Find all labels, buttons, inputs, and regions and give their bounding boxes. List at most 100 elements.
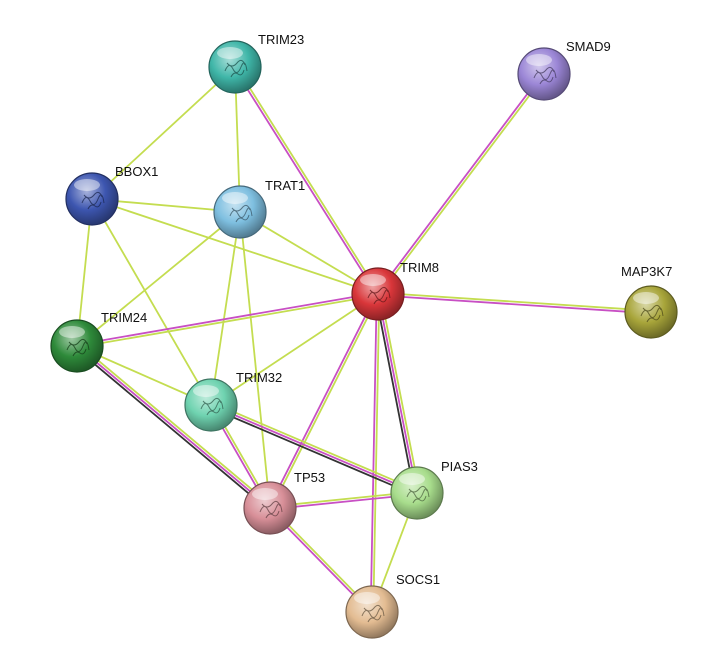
edge-line-magenta <box>377 293 418 494</box>
edge-trim8-socs1 <box>369 293 381 613</box>
node-highlight <box>399 473 425 485</box>
edge-line-magenta <box>377 294 652 315</box>
node-highlight <box>354 592 380 604</box>
edge-bbox1-trim32 <box>91 198 212 406</box>
edge-line-green <box>377 291 652 312</box>
node-highlight <box>217 47 243 59</box>
node-trim23-sphere[interactable] <box>208 40 262 94</box>
edge-trim24-tp53 <box>74 343 273 511</box>
protein-structure-icon <box>640 304 664 323</box>
protein-structure-icon <box>224 59 248 78</box>
node-highlight <box>526 54 552 66</box>
edge-line-magenta <box>233 66 378 296</box>
node-highlight <box>74 179 100 191</box>
node-smad9-sphere[interactable] <box>517 47 571 101</box>
node-trim32-sphere[interactable] <box>184 378 238 432</box>
node-map3k7-sphere[interactable] <box>624 285 678 339</box>
node-highlight <box>222 192 248 204</box>
node-trim24[interactable]: TRIM24 <box>50 310 147 373</box>
node-trat1-label: TRAT1 <box>265 178 305 193</box>
node-trat1[interactable]: TRAT1 <box>213 178 305 239</box>
node-trim8[interactable]: TRIM8 <box>351 260 439 321</box>
edge-trim8-tp53 <box>267 292 381 510</box>
edge-line-magenta <box>376 72 544 295</box>
node-trim23-label: TRIM23 <box>258 32 304 47</box>
node-trat1-sphere[interactable] <box>213 185 267 239</box>
edge-line-green <box>270 293 381 510</box>
node-bbox1-sphere[interactable] <box>65 172 119 226</box>
node-map3k7-label: MAP3K7 <box>621 264 672 279</box>
edge-trim8-trim32 <box>210 293 379 406</box>
protein-structure-icon <box>200 397 224 416</box>
node-tp53[interactable]: TP53 <box>243 470 325 535</box>
node-pias3-label: PIAS3 <box>441 459 478 474</box>
edge-line-green <box>210 211 241 406</box>
node-highlight <box>59 326 85 338</box>
node-trim23[interactable]: TRIM23 <box>208 32 304 94</box>
node-bbox1[interactable]: BBOX1 <box>65 164 158 226</box>
edge-line-dark <box>209 406 417 497</box>
node-highlight <box>252 488 278 500</box>
edge-line-green <box>77 343 273 507</box>
node-socs1-sphere[interactable] <box>345 585 399 639</box>
node-tp53-label: TP53 <box>294 470 325 485</box>
edge-line-magenta <box>369 293 378 613</box>
edge-line-green <box>239 211 379 295</box>
protein-structure-icon <box>229 204 253 223</box>
node-highlight <box>193 385 219 397</box>
edge-line-green <box>76 211 241 347</box>
edge-line-green <box>210 293 379 406</box>
edge-line-green <box>91 198 212 406</box>
edge-trim8-map3k7 <box>377 291 652 315</box>
node-tp53-sphere[interactable] <box>243 481 297 535</box>
node-pias3-sphere[interactable] <box>390 466 444 520</box>
protein-structure-icon <box>81 191 105 210</box>
edge-smad9-trim8 <box>376 72 546 296</box>
node-trim24-label: TRIM24 <box>101 310 147 325</box>
node-bbox1-label: BBOX1 <box>115 164 158 179</box>
edge-line-dark <box>374 293 416 495</box>
edge-trat1-tp53 <box>239 211 271 509</box>
node-highlight <box>633 292 659 304</box>
node-highlight <box>360 274 386 286</box>
protein-structure-icon <box>533 66 557 85</box>
protein-structure-icon <box>406 485 430 504</box>
edge-trim8-pias3 <box>374 292 421 495</box>
node-socs1[interactable]: SOCS1 <box>345 572 440 639</box>
edge-line-green <box>372 293 381 613</box>
node-smad9[interactable]: SMAD9 <box>517 39 611 101</box>
edge-line-green <box>76 294 380 349</box>
edge-line-green <box>211 401 419 492</box>
node-trim8-sphere[interactable] <box>351 267 405 321</box>
edge-trim23-trim8 <box>233 65 380 296</box>
node-map3k7[interactable]: MAP3K7 <box>621 264 678 339</box>
protein-structure-icon <box>367 286 391 305</box>
edge-line-green <box>239 211 271 509</box>
edge-line-dark <box>74 347 270 511</box>
protein-structure-icon <box>361 604 385 623</box>
edge-line-green <box>91 66 236 200</box>
edge-trat1-trim8 <box>239 211 379 295</box>
edge-line-green <box>235 65 380 295</box>
node-trim24-sphere[interactable] <box>50 319 104 373</box>
edge-trat1-trim24 <box>76 211 241 347</box>
edge-line-green <box>378 73 546 296</box>
node-trim8-label: TRIM8 <box>400 260 439 275</box>
edge-trim23-bbox1 <box>91 66 236 200</box>
edge-line-magenta <box>75 291 379 346</box>
node-trim32[interactable]: TRIM32 <box>184 370 282 432</box>
edge-line-magenta <box>210 404 418 494</box>
edge-line-magenta <box>267 292 378 509</box>
node-smad9-label: SMAD9 <box>566 39 611 54</box>
node-trim32-label: TRIM32 <box>236 370 282 385</box>
edge-trim32-pias3 <box>209 401 419 497</box>
node-pias3[interactable]: PIAS3 <box>390 459 478 520</box>
edge-line-magenta <box>76 345 271 509</box>
edge-line-green <box>379 292 421 494</box>
node-socs1-label: SOCS1 <box>396 572 440 587</box>
edge-trim8-trim24 <box>75 291 380 349</box>
protein-structure-icon <box>259 500 283 519</box>
protein-structure-icon <box>66 338 90 357</box>
